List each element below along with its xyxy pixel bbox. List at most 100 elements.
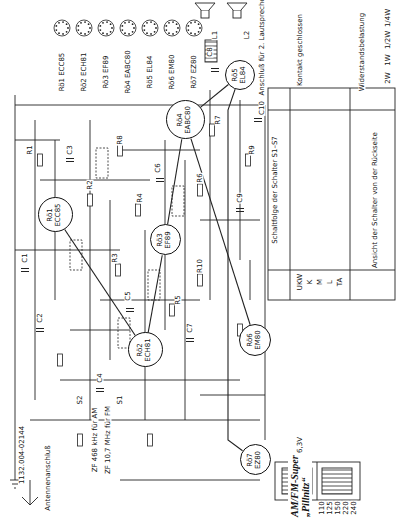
- schematic-label: 1132.004-02144: [19, 425, 26, 485]
- tube-pin: [55, 29, 57, 31]
- schematic-label: C5: [125, 290, 132, 301]
- tube-pin: [102, 32, 104, 34]
- tube-pin: [110, 31, 112, 33]
- resistor-symbol: [210, 124, 215, 136]
- schematic-label: C3: [67, 144, 74, 155]
- schematic-label: Rö7 EZ80: [191, 54, 198, 90]
- schematic-label: Anschluß für 2. Lautsprecher: [259, 0, 266, 97]
- schematic-label: L2: [244, 30, 251, 40]
- tube-pin: [194, 33, 196, 35]
- resistor-symbol: [198, 184, 203, 196]
- schematic-label: 220: [343, 500, 350, 515]
- tube-pin: [58, 32, 60, 34]
- tube-pin: [80, 32, 82, 34]
- tube-pin: [84, 33, 86, 35]
- schematic-label: C2: [37, 312, 44, 323]
- capacitor-symbol: [36, 329, 44, 332]
- resistor-symbol: [118, 144, 123, 156]
- tube-pin: [194, 21, 196, 23]
- signal-wire: [65, 230, 136, 336]
- schematic-label: C8: [207, 46, 214, 57]
- schematic-label: TA: [337, 277, 344, 288]
- schematic-label: 125: [327, 500, 334, 515]
- tube-label: ECC85: [55, 203, 63, 226]
- schematic-label: ZF 468 kHz für AM: [92, 407, 99, 474]
- schematic-label: Rö6 EM80: [169, 54, 176, 91]
- tube-pin: [89, 27, 91, 29]
- tube-pin: [88, 23, 90, 25]
- tube-pin: [133, 27, 135, 29]
- schematic-label: R1: [27, 144, 34, 155]
- schematic-label: 150: [335, 500, 342, 515]
- tube-pin: [67, 27, 69, 29]
- tube-label: EF89: [165, 231, 173, 248]
- tube-pin: [198, 23, 200, 25]
- tube-pin: [176, 23, 178, 25]
- signal-wire: [191, 139, 250, 325]
- tube-pin: [88, 31, 90, 33]
- tube-pin: [150, 33, 152, 35]
- tube-pin: [124, 22, 126, 24]
- schematic-label: M: [317, 278, 324, 286]
- capacitor-symbol: [126, 309, 134, 312]
- resistor-symbol: [58, 354, 63, 366]
- tube-pin: [168, 22, 170, 24]
- schematic-label: R8: [117, 134, 124, 145]
- tube-pin: [165, 25, 167, 27]
- tube-pin: [177, 27, 179, 29]
- schematic-label: Rö2 ECH81: [81, 52, 88, 93]
- tube-pin: [155, 27, 157, 29]
- tube-pin: [84, 21, 86, 23]
- tube-label: Rö2: [137, 343, 145, 356]
- schematic-label: C4: [97, 372, 104, 383]
- tube-pin: [172, 21, 174, 23]
- schematic-label: 1/2W: [385, 30, 392, 50]
- schematic-label: Ansicht der Schalter von der Rückseite: [372, 131, 379, 269]
- tube-pin: [62, 33, 64, 35]
- resistor-symbol: [88, 194, 93, 206]
- tube-pin: [187, 25, 189, 27]
- tube-pin: [165, 29, 167, 31]
- tube-pin: [58, 22, 60, 24]
- schematic-label: C9: [237, 192, 244, 203]
- signal-wire: [168, 139, 182, 224]
- schematic-label: Rö4 EABC80: [125, 49, 132, 94]
- tube-label: EABC80: [185, 106, 193, 134]
- capacitor-symbol: [254, 119, 262, 122]
- tube-pin: [110, 23, 112, 25]
- schematic-label: S1: [117, 395, 124, 406]
- resistor-symbol: [38, 154, 43, 166]
- schematic-label: R5: [175, 294, 182, 305]
- resistor-symbol: [148, 434, 153, 446]
- tube-pin: [62, 21, 64, 23]
- resistor-symbol: [246, 154, 251, 166]
- capacitor-symbol: [21, 269, 29, 272]
- tube-pin: [168, 32, 170, 34]
- tube-pin: [132, 23, 134, 25]
- tube-pin: [128, 33, 130, 35]
- schematic-label: 110: [319, 500, 326, 515]
- schematic-label: S2: [77, 395, 84, 406]
- schematic-label: Kontakt geschlossen: [297, 13, 304, 87]
- schematic-label: 1/4W: [385, 8, 392, 28]
- tube-base: [164, 20, 180, 36]
- tube-pin: [187, 29, 189, 31]
- tube-label: ECH81: [145, 338, 153, 361]
- tube-pin: [99, 25, 101, 27]
- schematic-label: Rö1 ECC85: [59, 52, 66, 93]
- tube-pin: [132, 31, 134, 33]
- tube-pin: [121, 25, 123, 27]
- if-transformer: [70, 148, 184, 348]
- resistor-symbol: [198, 274, 203, 286]
- schematic-label: R4: [137, 192, 144, 203]
- schematic-label: Rö3 EF89: [103, 55, 110, 90]
- tube-label: Rö6: [247, 333, 255, 346]
- tube-symbol: Rö7EZ80: [240, 445, 271, 476]
- tube-label: Rö4: [177, 113, 185, 126]
- tube-pin: [154, 31, 156, 33]
- schematic-label: K: [307, 279, 314, 286]
- tube-pin: [143, 29, 145, 31]
- schematic-label: C10: [259, 100, 266, 116]
- tube-symbol: Rö6EM80: [239, 324, 271, 356]
- schematic-label: Antennenanschluß: [45, 444, 52, 511]
